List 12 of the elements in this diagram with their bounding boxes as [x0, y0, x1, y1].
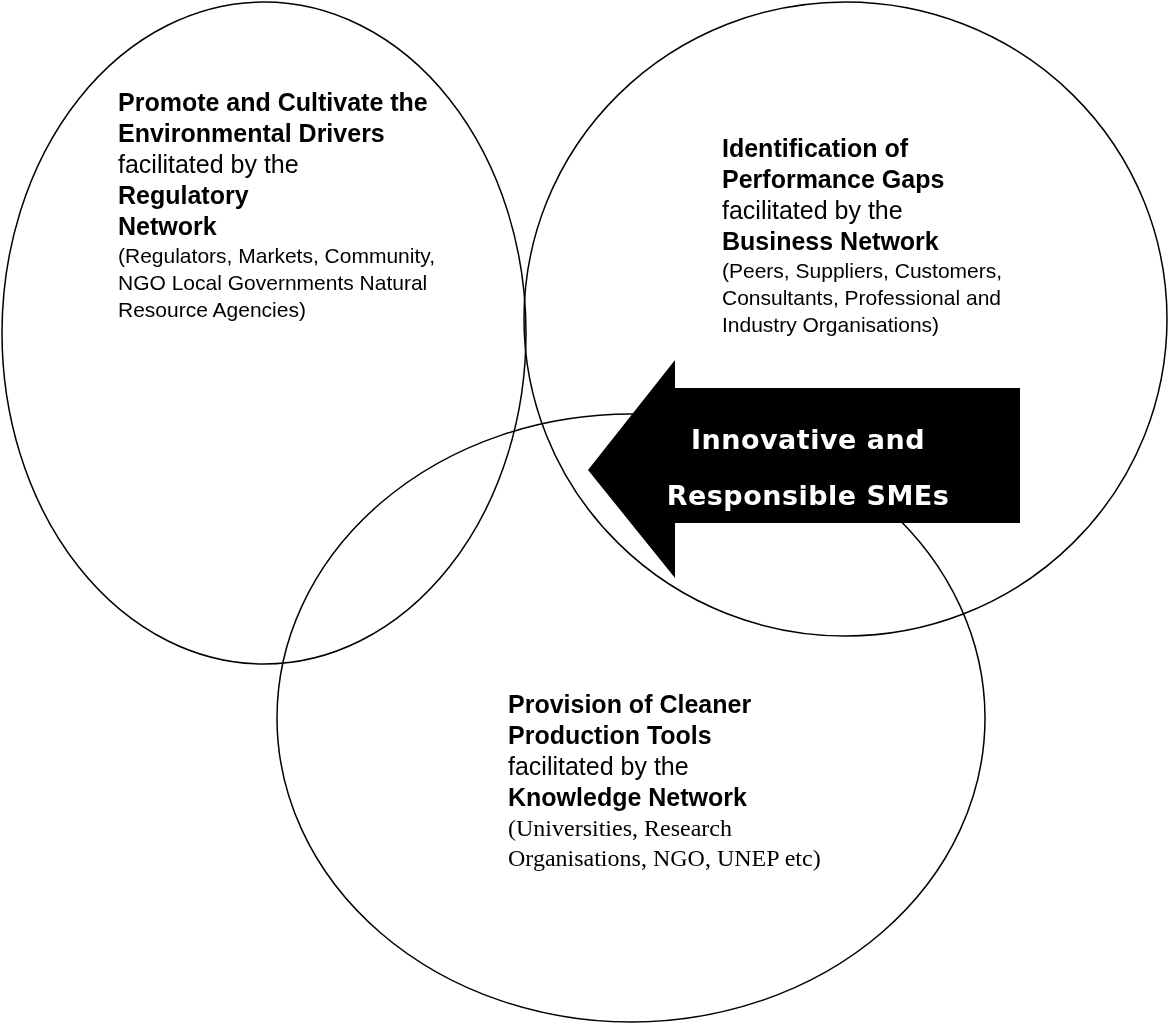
- member-list-text: (Peers, Suppliers, Customers, Consultants, Professional and Industry Organisations): [722, 258, 1004, 338]
- venn-circle: [523, 1, 1168, 637]
- body-text: facilitated by the: [722, 195, 904, 226]
- heading-text: Regulatory Network: [118, 180, 250, 242]
- body-text: facilitated by the: [118, 149, 300, 180]
- member-list-text: (Regulators, Markets, Community, NGO Local Governments Natural Resource Agencies): [118, 243, 437, 323]
- arrow-label: Innovative and Responsible SMEs: [665, 423, 951, 513]
- venn-circle: [1, 1, 527, 665]
- heading-text: Knowledge Network: [508, 782, 748, 813]
- member-list-text: (Universities, Research Organisations, NGO, UNEP etc): [508, 814, 822, 873]
- body-text: facilitated by the: [508, 751, 690, 782]
- heading-text: Business Network: [722, 226, 940, 257]
